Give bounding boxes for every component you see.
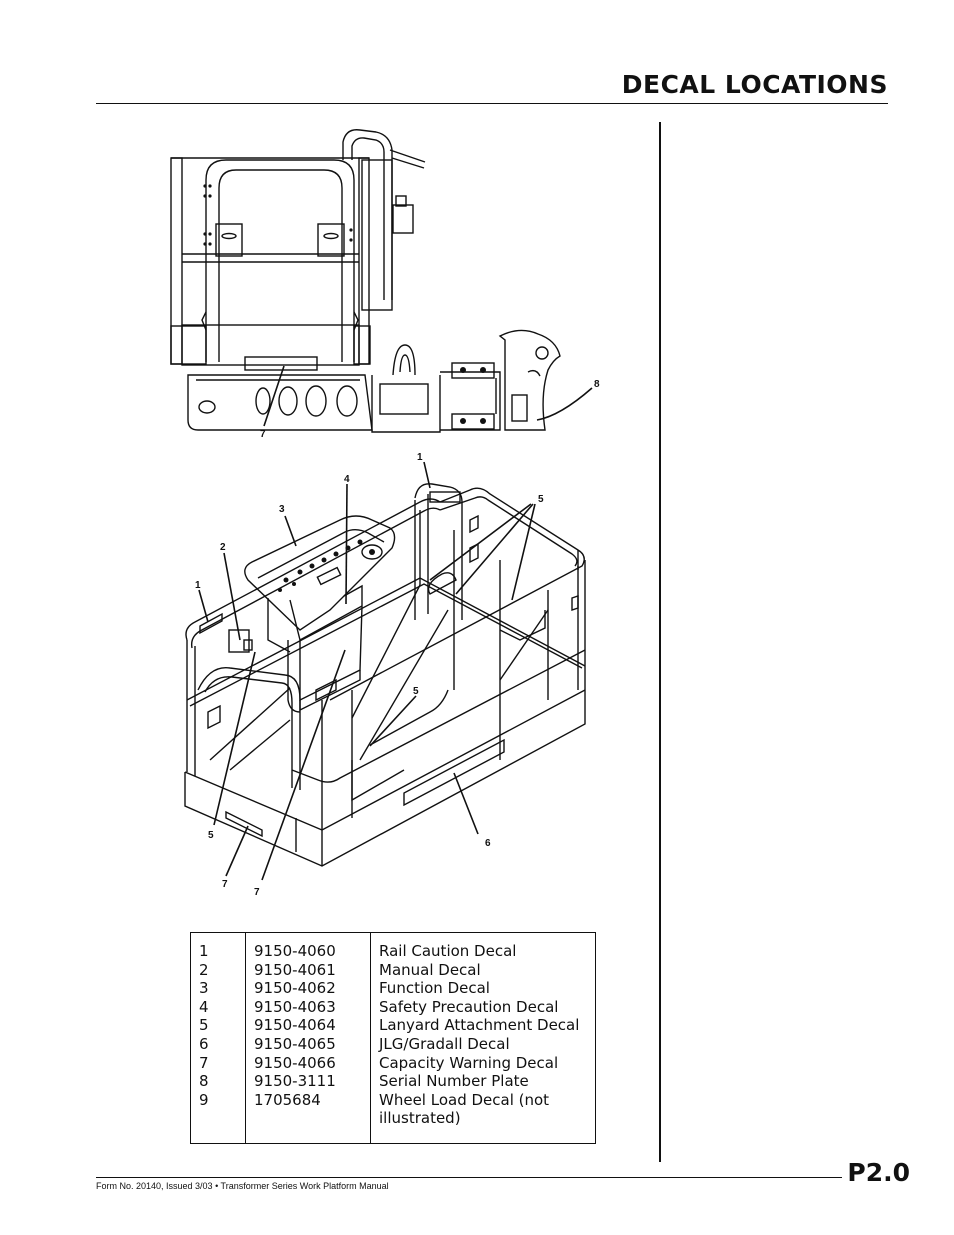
part-number: 9150-4064 — [254, 1016, 336, 1035]
column-divider — [659, 122, 661, 1162]
callout-7-right: 7 — [254, 887, 260, 898]
callout-5-bottom: 5 — [208, 830, 214, 841]
part-number: 9150-3111 — [254, 1072, 336, 1091]
item-number: 7 — [199, 1053, 209, 1072]
description-column: Rail Caution Decal Manual Decal Function… — [370, 932, 596, 1144]
page-number: P2.0 — [847, 1158, 910, 1187]
callout-7-left: 7 — [222, 879, 228, 890]
part-description: Safety Precaution Decal — [379, 997, 559, 1016]
part-number: 9150-4061 — [254, 960, 336, 979]
footer-form-info: Form No. 20140, Issued 3/03 • Transforme… — [96, 1181, 389, 1191]
item-number: 8 — [199, 1072, 209, 1091]
part-number-column: 9150-4060 9150-4061 9150-4062 9150-4063 … — [245, 932, 371, 1144]
callout-1-left: 1 — [195, 580, 201, 591]
table-row: 1 2 3 4 5 6 7 8 9 9150-4060 9150-4061 91… — [190, 932, 596, 1144]
page-title: DECAL LOCATIONS — [621, 70, 888, 99]
part-description: JLG/Gradall Decal — [379, 1034, 510, 1053]
part-description: Function Decal — [379, 979, 490, 998]
item-number: 3 — [199, 979, 209, 998]
part-description: Wheel Load Decal (not illustrated) — [379, 1090, 550, 1128]
capacity-warning-decal-top — [244, 356, 318, 371]
jlg-gradall-decal — [403, 738, 505, 807]
item-number: 5 — [199, 1016, 209, 1035]
callout-leaders — [198, 365, 593, 881]
platform-side-view — [170, 129, 561, 433]
part-number: 9150-4066 — [254, 1053, 336, 1072]
part-number: 9150-4065 — [254, 1034, 336, 1053]
part-description: Lanyard Attachment Decal — [379, 1016, 580, 1035]
callout-2: 2 — [220, 542, 226, 553]
item-number: 9 — [199, 1090, 209, 1109]
part-number: 9150-4063 — [254, 997, 336, 1016]
decal-parts-table: 1 2 3 4 5 6 7 8 9 9150-4060 9150-4061 91… — [190, 932, 596, 1144]
callout-8: 8 — [594, 379, 600, 390]
callout-5-middle: 5 — [413, 686, 419, 697]
callout-6: 6 — [485, 838, 491, 849]
item-number: 6 — [199, 1034, 209, 1053]
serial-number-plate — [511, 394, 528, 422]
callout-1-right: 1 — [417, 452, 423, 463]
manual-case — [228, 629, 250, 653]
part-description: Serial Number Plate — [379, 1072, 529, 1091]
item-number: 2 — [199, 960, 209, 979]
callout-5-top: 5 — [538, 494, 544, 505]
callout-4: 4 — [344, 474, 350, 485]
callout-7-top: 7 — [260, 429, 266, 440]
part-number: 9150-4062 — [254, 979, 336, 998]
capacity-warning-decal-front — [225, 810, 263, 838]
part-number: 9150-4060 — [254, 942, 336, 960]
rail-caution-decal-right — [429, 491, 461, 503]
footer-rule — [96, 1177, 842, 1178]
part-description: Manual Decal — [379, 960, 481, 979]
callout-3: 3 — [279, 504, 285, 515]
part-number: 1705684 — [254, 1090, 321, 1109]
item-number: 1 — [199, 942, 209, 960]
part-description: Capacity Warning Decal — [379, 1053, 559, 1072]
item-number-column: 1 2 3 4 5 6 7 8 9 — [190, 932, 246, 1144]
item-number: 4 — [199, 997, 209, 1016]
platform-basket-view — [184, 483, 586, 867]
part-description: Rail Caution Decal — [379, 942, 517, 960]
header-rule — [96, 103, 888, 104]
